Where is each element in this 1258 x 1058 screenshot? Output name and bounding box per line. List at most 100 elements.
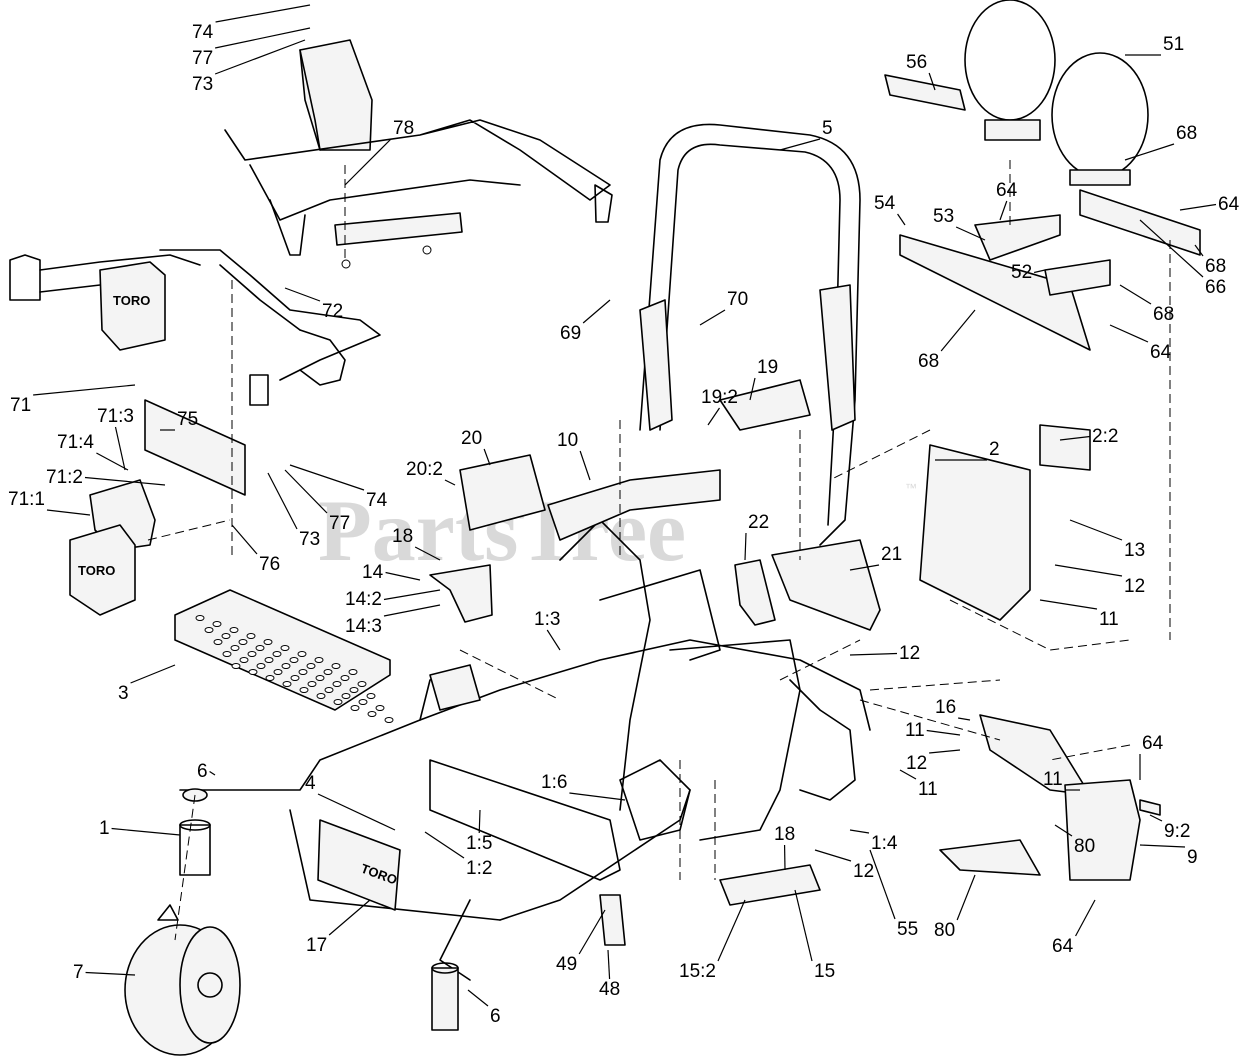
callout-label: 64 bbox=[1218, 194, 1240, 215]
leader-line bbox=[1139, 219, 1204, 278]
callout-label: 56 bbox=[906, 52, 927, 73]
callout-label: 80 bbox=[1074, 836, 1095, 857]
left-rail-with-weight: TORO bbox=[9, 249, 381, 406]
leader-line bbox=[383, 604, 441, 617]
perforation-hole bbox=[265, 675, 275, 681]
leader-line bbox=[869, 849, 896, 920]
leader-line bbox=[317, 793, 396, 831]
leader-line bbox=[1109, 324, 1149, 343]
bracket-20 bbox=[459, 454, 546, 531]
leader-line bbox=[1034, 269, 1046, 274]
perforation-hole bbox=[333, 699, 343, 705]
leader-line bbox=[284, 469, 328, 514]
callout-labels: 74777378727171:371:471:271:1757477737656… bbox=[8, 22, 1240, 1027]
perforation-hole bbox=[366, 693, 376, 699]
callout-label: 12 bbox=[853, 861, 874, 882]
perforation-hole bbox=[340, 675, 350, 681]
callout-label: 14 bbox=[362, 562, 384, 583]
perforation-hole bbox=[384, 717, 394, 723]
leader-line bbox=[1119, 284, 1152, 305]
callout-label: 4 bbox=[305, 773, 316, 794]
leader-line bbox=[328, 899, 371, 936]
callout-label: 12 bbox=[1124, 576, 1145, 597]
leader-line bbox=[999, 200, 1008, 221]
leader-line bbox=[214, 39, 306, 75]
leader-line bbox=[582, 299, 611, 324]
leader-line bbox=[385, 571, 421, 581]
perforation-hole bbox=[298, 669, 308, 675]
leader-line bbox=[749, 377, 756, 401]
callout-label: 71 bbox=[10, 395, 31, 416]
leader-line bbox=[1069, 519, 1123, 541]
guard-16 bbox=[979, 714, 1091, 796]
callout-label: 68 bbox=[918, 351, 939, 372]
leader-line bbox=[478, 809, 481, 834]
perforation-hole bbox=[306, 663, 316, 669]
callout-label: 64 bbox=[1150, 342, 1172, 363]
callout-label: 1:4 bbox=[871, 833, 898, 854]
callout-label: 20 bbox=[461, 428, 482, 449]
upper-chassis-assembly bbox=[224, 39, 613, 269]
perforation-hole bbox=[247, 651, 257, 657]
callout-label: 20:2 bbox=[406, 459, 443, 480]
perforation-hole bbox=[314, 657, 324, 663]
main-frame: TORO bbox=[179, 519, 871, 981]
perforation-hole bbox=[348, 669, 358, 675]
leader-line bbox=[231, 524, 258, 555]
leader-line bbox=[958, 717, 971, 721]
leader-line bbox=[1054, 564, 1123, 577]
callout-label: 1:2 bbox=[466, 858, 492, 879]
callout-label: 68 bbox=[1205, 256, 1226, 277]
perforation-hole bbox=[281, 663, 291, 669]
perforation-hole bbox=[350, 705, 360, 711]
leader-line bbox=[424, 831, 465, 859]
leader-line bbox=[849, 652, 898, 656]
leader-line bbox=[284, 287, 321, 302]
callout-label: 54 bbox=[874, 193, 896, 214]
callout-label: 3 bbox=[118, 683, 129, 704]
callout-label: 64 bbox=[1142, 733, 1164, 754]
perforation-hole bbox=[272, 651, 282, 657]
leader-line bbox=[1059, 435, 1091, 441]
leader-line bbox=[209, 770, 216, 776]
plate-14 bbox=[429, 564, 493, 623]
leader-line bbox=[96, 452, 129, 471]
leader-line bbox=[779, 138, 821, 151]
callout-label: 9:2 bbox=[1164, 821, 1190, 842]
callout-label: 74 bbox=[366, 490, 388, 511]
leader-line bbox=[383, 589, 441, 601]
leader-line bbox=[1039, 599, 1098, 610]
callout-label: 69 bbox=[560, 323, 581, 344]
callout-label: 18 bbox=[774, 824, 795, 845]
perforation-hole bbox=[255, 645, 265, 651]
leader-line bbox=[289, 464, 365, 491]
callout-label: 22 bbox=[748, 512, 769, 533]
leader-line bbox=[1194, 244, 1204, 257]
leader-line bbox=[578, 909, 606, 955]
leader-line bbox=[215, 4, 311, 23]
callout-label: 7 bbox=[73, 962, 84, 983]
callout-label: 14:3 bbox=[345, 616, 382, 637]
leader-line bbox=[956, 874, 976, 921]
callout-label: 70 bbox=[727, 289, 748, 310]
perforation-hole bbox=[264, 657, 274, 663]
callout-label: 73 bbox=[299, 529, 320, 550]
leader-line bbox=[849, 829, 870, 834]
perforation-hole bbox=[375, 705, 385, 711]
callout-label: 71:3 bbox=[97, 406, 134, 427]
leader-line bbox=[849, 564, 880, 571]
perforation-hole bbox=[239, 657, 249, 663]
leader-line bbox=[1124, 143, 1175, 161]
callout-label: 11 bbox=[1043, 769, 1063, 790]
leader-line bbox=[1179, 203, 1217, 211]
plate-55 bbox=[939, 839, 1041, 876]
callout-label: 14:2 bbox=[345, 589, 382, 610]
callout-label: 66 bbox=[1205, 277, 1226, 298]
leader-line bbox=[940, 309, 976, 352]
perforation-hole bbox=[297, 651, 307, 657]
weight-logo-front: TORO bbox=[78, 563, 115, 578]
leader-line bbox=[1149, 814, 1163, 822]
callout-label: 52 bbox=[1011, 262, 1032, 283]
perforation-hole bbox=[367, 711, 377, 717]
